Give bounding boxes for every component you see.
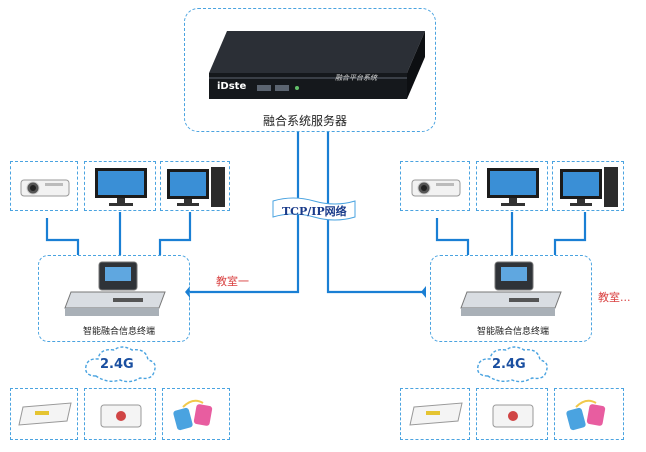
wireless-cloud-icon xyxy=(85,346,156,383)
right-tag-box xyxy=(554,388,624,440)
right-sensor-box-2 xyxy=(476,388,548,440)
right-monitor-box-1 xyxy=(476,161,548,211)
terminal-caption: 智能融合信息终端 xyxy=(83,327,156,337)
wireless-label: 2.4G xyxy=(100,357,134,372)
rfid-tag-icon xyxy=(173,399,213,431)
terminal-device-icon xyxy=(64,261,166,316)
server-faceplate-text: 融合平台系统 xyxy=(335,74,377,82)
alarm-device-icon xyxy=(492,404,534,428)
classroom-name: 教室... xyxy=(598,291,631,304)
rack-server-icon xyxy=(209,31,425,99)
terminal-caption: 智能融合信息终端 xyxy=(477,327,550,337)
right-pc-box xyxy=(552,161,624,211)
classroom-name: 教室一 xyxy=(216,275,249,288)
left-terminal-box: 智能融合信息终端 xyxy=(38,255,190,342)
monitor-icon xyxy=(487,168,539,206)
wireless-cloud-icon xyxy=(477,346,548,383)
desktop-pc-icon xyxy=(167,167,225,207)
server-brand: iDste xyxy=(217,81,247,92)
left-pc-box xyxy=(160,161,230,211)
left-sensor-box-2 xyxy=(84,388,156,440)
right-sensor-box-1 xyxy=(400,388,470,440)
right-terminal-box: 智能融合信息终端 xyxy=(430,255,592,342)
network-banner xyxy=(272,197,356,221)
projector-icon xyxy=(411,179,461,197)
left-sensor-box-1 xyxy=(10,388,78,440)
sensor-device-icon xyxy=(409,402,463,426)
wireless-label: 2.4G xyxy=(492,357,526,372)
monitor-icon xyxy=(95,168,147,206)
server-caption: 融合系统服务器 xyxy=(263,114,348,128)
sensor-device-icon xyxy=(18,402,72,426)
desktop-pc-icon xyxy=(560,167,618,207)
alarm-device-icon xyxy=(100,404,142,428)
rfid-tag-icon xyxy=(566,399,606,431)
server-box: iDste 融合平台系统 融合系统服务器 xyxy=(184,8,436,132)
projector-icon xyxy=(20,179,70,197)
network-label: TCP/IP网络 xyxy=(282,205,347,218)
left-tag-box xyxy=(162,388,230,440)
right-projector-box xyxy=(400,161,470,211)
left-projector-box xyxy=(10,161,78,211)
left-monitor-box-1 xyxy=(84,161,156,211)
terminal-device-icon xyxy=(460,261,562,316)
